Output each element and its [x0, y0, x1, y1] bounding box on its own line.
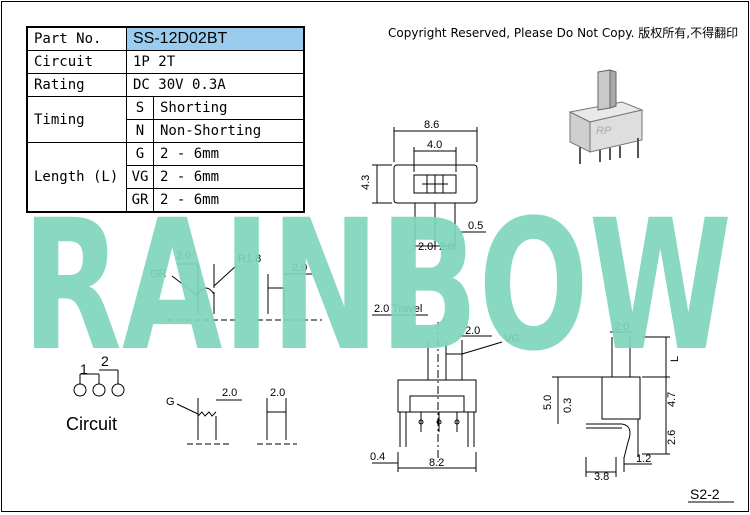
timing-label: Timing	[26, 96, 127, 143]
length-gr-code: GR	[126, 188, 154, 213]
dim-g-width: 2.0	[222, 387, 237, 399]
dim-side-height: 5.0	[542, 395, 554, 410]
flat-actuator-profile	[257, 273, 322, 321]
length-label: Length (L)	[26, 142, 127, 213]
dim-side-offset: 1.2	[636, 453, 651, 465]
circuit-value: 1P 2T	[126, 50, 305, 74]
dim-travel: 2.0 Travel	[374, 303, 422, 315]
spec-row-rating: Rating DC 30V 0.3A	[26, 73, 305, 97]
circuit-pin-1: 1	[80, 361, 88, 377]
dim-side-frame: 0.3	[562, 398, 574, 413]
dim-flat-width: 2.0	[292, 262, 307, 274]
top-view-drawing	[372, 127, 486, 250]
copyright-notice: Copyright Reserved, Please Do Not Copy. …	[388, 26, 739, 40]
plain-actuator-profile	[257, 398, 297, 445]
timing-n-value: Non-Shorting	[153, 119, 305, 143]
side-view-drawing	[552, 331, 670, 477]
dim-plain-width: 2.0	[270, 387, 285, 399]
g-label: G	[166, 396, 175, 408]
front-view-drawing	[372, 314, 503, 472]
dim-top-height: 4.3	[360, 175, 372, 190]
dim-top-pitch-b: 2.0	[439, 241, 454, 253]
dim-side-actuator-width: 2.0	[614, 321, 629, 333]
drawing-number: S2-2	[690, 486, 720, 502]
g-actuator-profile	[176, 398, 242, 445]
dim-front-lead: 0.4	[370, 451, 385, 463]
product-3d-view: RP	[568, 69, 644, 164]
length-g-code: G	[126, 142, 154, 166]
spec-table: Part No. SS-12D02BT Circuit 1P 2T Rating…	[26, 26, 305, 213]
dim-vg-width: 2.0	[465, 325, 480, 337]
part-no-label: Part No.	[26, 26, 127, 51]
product-logo: RP	[596, 125, 612, 137]
length-gr-value: 2 - 6mm	[153, 188, 305, 213]
part-no-value: SS-12D02BT	[126, 26, 305, 51]
circuit-pin-2: 2	[101, 353, 109, 369]
rating-value: DC 30V 0.3A	[126, 73, 305, 97]
dim-top-pin-width: 0.5	[468, 220, 483, 232]
gr-actuator-profile	[167, 263, 238, 321]
spec-row-length-g: Length (L) G 2 - 6mm	[26, 142, 305, 213]
gr-label: GR	[150, 268, 167, 280]
dim-front-width: 8.2	[429, 457, 444, 469]
dim-side-depth: 3.8	[594, 471, 609, 483]
spec-row-timing-n: N Non-Shorting	[27, 119, 305, 143]
dim-gr-width: 2.0	[176, 250, 191, 262]
dim-gr-radius: R1.8	[238, 253, 261, 265]
circuit-diagram	[73, 369, 125, 397]
spec-row-length-gr: GR 2 - 6mm	[27, 188, 305, 213]
dim-side-body: 4.7	[666, 392, 678, 407]
circuit-caption: Circuit	[66, 414, 117, 434]
timing-n-code: N	[126, 119, 154, 143]
length-g-value: 2 - 6mm	[153, 142, 305, 166]
spec-row-length-vg: VG 2 - 6mm	[27, 165, 305, 189]
dim-top-width: 8.6	[424, 119, 439, 131]
dim-top-actuator-width: 4.0	[427, 139, 442, 151]
length-vg-value: 2 - 6mm	[153, 165, 305, 189]
dim-side-lead: 2.6	[666, 430, 678, 445]
spec-row-timing-s: Timing S Shorting	[26, 96, 305, 143]
dim-side-length: L	[669, 356, 681, 362]
dim-top-pitch-a: 2.0	[418, 241, 433, 253]
spec-row-part-no: Part No. SS-12D02BT	[26, 26, 305, 51]
length-vg-code: VG	[126, 165, 154, 189]
vg-label: VG	[504, 333, 520, 345]
